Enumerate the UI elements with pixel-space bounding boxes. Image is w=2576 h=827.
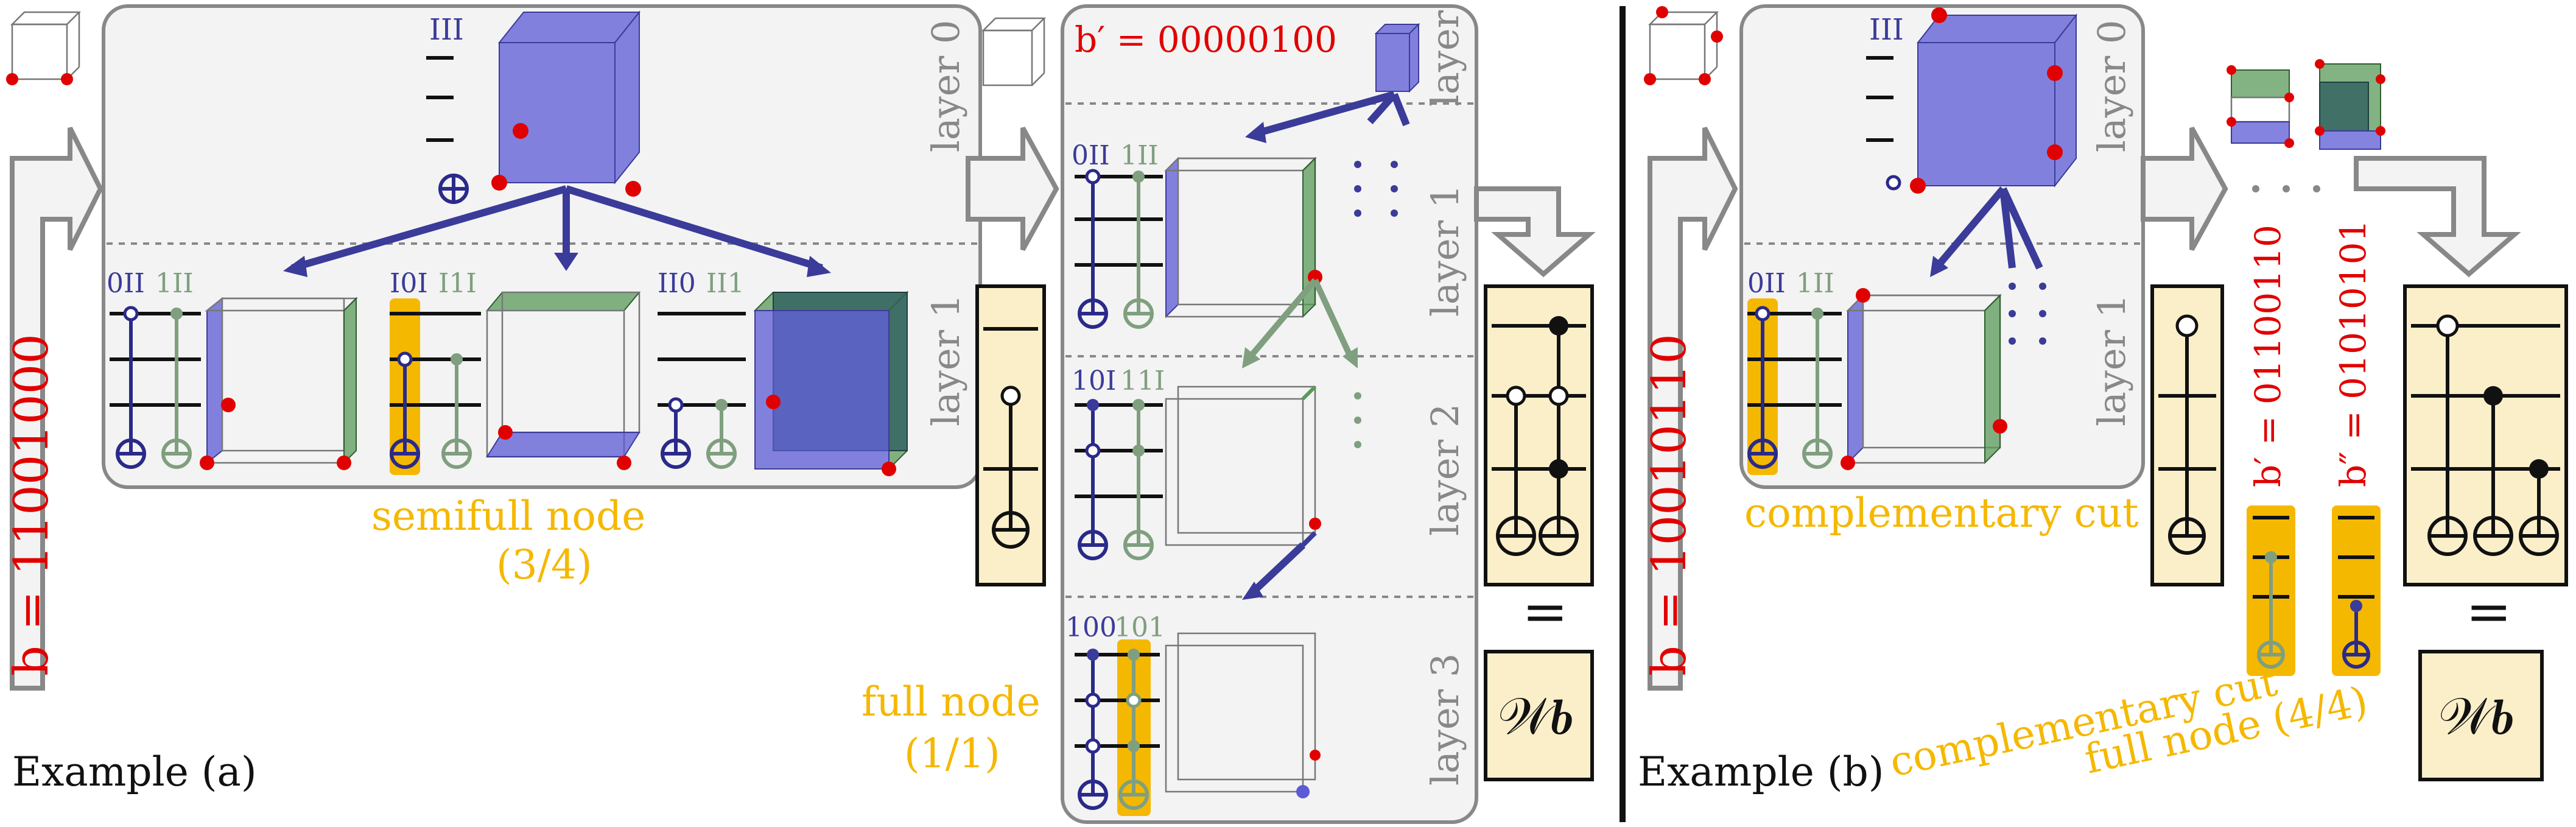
layer1-label-b: layer 1: [2090, 294, 2134, 426]
input-arrow-b: [1648, 127, 1738, 691]
b-label-a: b = 11001000: [4, 334, 59, 676]
wb-box-b: [2418, 650, 2544, 781]
layer0-label-a: layer 0: [924, 20, 968, 152]
child-circuit-1: [110, 306, 201, 469]
b-prime-b: b′ = 01100110: [2247, 225, 2289, 487]
b-prime-a: b′ = 00000100: [1075, 19, 1337, 60]
result-arrow-a: [1474, 186, 1596, 278]
arrows-r0: [1245, 91, 1410, 217]
result-box-a: [1484, 284, 1594, 586]
r-label-100: 100: [1065, 612, 1117, 643]
child-circuit-2: [390, 298, 481, 475]
result-box-b: [2403, 284, 2568, 586]
layer0-label-r: layer 0: [1423, 0, 1467, 107]
small-cubes-b: [2227, 59, 2385, 150]
child-circuit-3: [658, 312, 746, 469]
top-label-b: III: [1869, 13, 1904, 47]
child-label-1II: 1II: [155, 268, 194, 299]
child-label-II1: II1: [706, 268, 745, 299]
child-label-0II: 0II: [107, 268, 145, 299]
layer0-label-b: layer 0: [2090, 20, 2134, 152]
r-cube-2: [1165, 385, 1321, 600]
b-child-label-1II: 1II: [1796, 268, 1834, 299]
small-cube-mid: [981, 17, 1047, 86]
r-label-0II: 0II: [1072, 140, 1110, 171]
layer1-label-r: layer 1: [1423, 185, 1467, 317]
arrows-a: [283, 185, 831, 277]
r-circuit-3: [1075, 639, 1160, 816]
b-child-circuit: [1747, 298, 1842, 475]
semifull-label: semifull node: [371, 493, 645, 540]
layer3-label-r: layer 3: [1423, 653, 1467, 786]
small-cube-b: [1644, 6, 1723, 85]
big-cube-b: [1910, 7, 2078, 194]
child-cube-3: [753, 290, 909, 476]
child-cube-2: [485, 291, 641, 470]
top-circuit-a: [426, 56, 469, 204]
r-cube-3: [1165, 632, 1321, 798]
dots-b: [2252, 185, 2259, 192]
top-label-a: III: [429, 13, 464, 47]
arrows-r1: [1242, 278, 1361, 448]
layer2-label-r: layer 2: [1423, 404, 1467, 536]
tiny-cube-r: [1374, 23, 1420, 93]
r-label-11I: 11I: [1120, 365, 1165, 396]
wb-label-a: 𝒲𝒃: [1498, 686, 1573, 746]
full-node-ratio: (1/1): [904, 730, 1000, 777]
r-label-10I: 10I: [1072, 365, 1116, 396]
r-cube-1: [1163, 157, 1322, 318]
child-label-I1I: I1I: [438, 268, 477, 299]
b-label-b: b = 10010110: [1642, 334, 1697, 676]
small-cube-a: [6, 11, 82, 85]
b-dprime-b: b″ = 01010101: [2332, 220, 2374, 487]
r-label-101: 101: [1114, 612, 1165, 643]
full-node-label: full node: [862, 678, 1041, 725]
child-label-I0I: I0I: [390, 268, 428, 299]
gate-box-a: [975, 284, 1046, 586]
equals-b: =: [2466, 580, 2511, 644]
wb-label-b: 𝒲𝒃: [2438, 686, 2513, 746]
mid-arrow-a: [966, 127, 1059, 251]
b-child-cube: [1841, 288, 2007, 470]
example-a-label: Example (a): [12, 748, 257, 795]
r-label-1II: 1II: [1120, 140, 1159, 171]
result-arrow-b: [2354, 156, 2521, 278]
b-dprime-circuit: [2332, 505, 2381, 676]
arrows-b: [1930, 186, 2046, 345]
top-circuit-b: [1866, 56, 1901, 191]
child-label-II0: II0: [658, 268, 696, 299]
b-child-label-0II: 0II: [1747, 268, 1786, 299]
layer1-label-a: layer 1: [924, 294, 968, 426]
semifull-ratio: (3/4): [496, 541, 592, 588]
input-arrow-a: [10, 127, 104, 691]
child-cube-1: [200, 297, 359, 470]
r-circuit-1: [1075, 169, 1163, 329]
big-cube-a: [491, 10, 641, 197]
mid-arrow-b: [2141, 127, 2228, 251]
comp-cut-label: complementary cut: [1744, 490, 2139, 537]
equals-a: =: [1522, 580, 1568, 644]
r-circuit-2: [1075, 399, 1163, 560]
b-prime-circuit: [2247, 505, 2295, 676]
example-b-label: Example (b): [1638, 748, 1884, 795]
gate-box-b: [2150, 284, 2224, 586]
wb-box-a: [1484, 650, 1594, 781]
